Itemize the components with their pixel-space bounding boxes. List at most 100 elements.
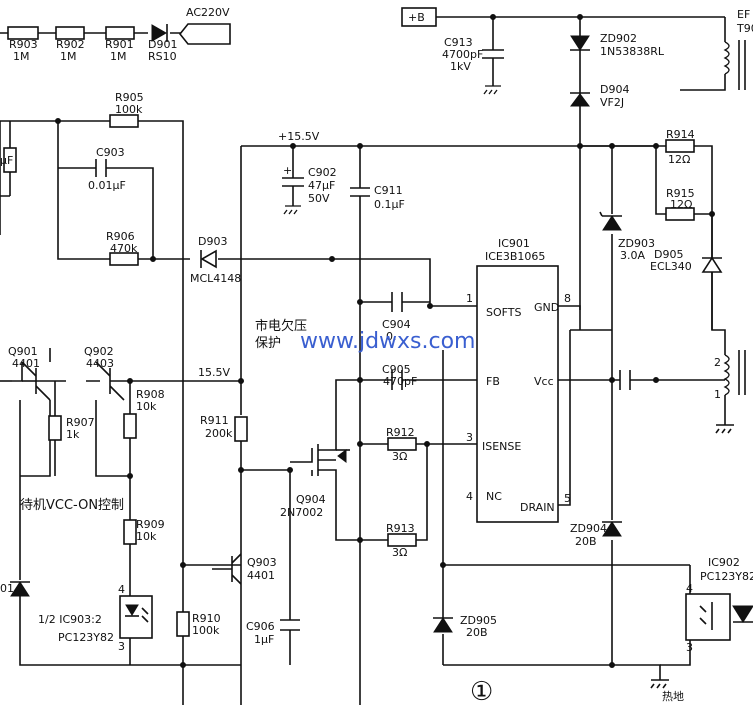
ic901-pin8-name: GND [534, 301, 559, 314]
label-q902-val: 4403 [86, 357, 114, 370]
label-q903-val: 4401 [247, 569, 275, 582]
transistor-q903 [212, 553, 242, 585]
resistor-r910 [176, 611, 190, 637]
zener-zd904 [602, 521, 622, 537]
c902-plus: + [283, 164, 292, 177]
mosfet-q904 [290, 430, 350, 490]
ic903-optocoupler: 01 4 3 1/2 IC903:2 PC123Y82 R910 100k [0, 562, 241, 668]
ic901-block: IC901 ICE3B1065 SOFTS 1 GND 8 FB Vcc ISE… [430, 237, 725, 523]
label-r915-ref: R915 [666, 187, 695, 200]
label-r908-val: 10k [136, 400, 157, 413]
diode-d903 [200, 249, 217, 269]
label-r903-ref: R903 [9, 38, 38, 51]
transistor-q902 [95, 361, 130, 401]
label-c906-val: 1μF [254, 633, 274, 646]
label-c903-val: 0.01μF [88, 179, 126, 192]
label-r911-ref: R911 [200, 414, 229, 427]
ic902-pin4: 4 [686, 582, 693, 595]
ic901-pin4-name: NC [486, 490, 502, 503]
label-q901-ref: Q901 [8, 345, 38, 358]
ic901-pin3-name: ISENSE [482, 440, 521, 453]
label-c913-ref: C913 [444, 36, 473, 49]
ic903-body [119, 595, 153, 639]
label-c913-val2: 1kV [450, 60, 471, 73]
label-c902-val: 47μF [308, 179, 335, 192]
ic901-body [476, 265, 559, 523]
label-r907-val: 1k [66, 428, 80, 441]
ic903-pin4: 4 [118, 583, 125, 596]
node-155v-label: 15.5V [198, 366, 230, 379]
label-c911-val: 0.1μF [374, 198, 405, 211]
ic901-pin8-num: 8 [564, 292, 571, 305]
page-mark: ① [470, 677, 493, 707]
ic903-pin3: 3 [118, 640, 125, 653]
resistor-r909 [123, 519, 137, 545]
label-c911-ref: C911 [374, 184, 403, 197]
hot-ground-label: 热地 [662, 690, 684, 703]
label-r902-val: 1M [60, 50, 77, 63]
ac220v-connector [178, 23, 231, 45]
label-r909-ref: R909 [136, 518, 165, 531]
label-c905-val: 470pF [383, 375, 417, 388]
label-zd905-ref: ZD905 [460, 614, 497, 627]
ic901-pin5-num: 5 [564, 492, 571, 505]
label-r913-ref: R913 [386, 522, 415, 535]
label-d903-val: MCL4148 [190, 272, 241, 285]
zener-zd905 [433, 617, 453, 633]
aux-winding-network: R914 12Ω R915 12Ω ZD903 3.0A D905 ECL340 [580, 128, 723, 330]
watermark-text: www.jdwxs.com [300, 329, 475, 354]
ic901-pin1-num: 1 [466, 292, 473, 305]
label-left-cap: μF [0, 154, 13, 167]
label-r909-val: 10k [136, 530, 157, 543]
resistor-r914 [665, 139, 695, 153]
label-d904-ref: D904 [600, 83, 629, 96]
resistor-r908 [123, 413, 137, 439]
resistor-r915 [665, 207, 695, 221]
label-r910-val: 100k [192, 624, 220, 637]
label-d904-val: VF2J [600, 96, 624, 109]
label-r911-val: 200k [205, 427, 233, 440]
capacitor-left-partial [3, 147, 17, 173]
label-d905-val: ECL340 [650, 260, 692, 273]
label-r910-ref: R910 [192, 612, 221, 625]
transformer-pin2: 2 [714, 356, 721, 369]
label-q901-val: 4401 [12, 357, 40, 370]
label-r912-val: 3Ω [392, 450, 407, 463]
undervoltage-protection: R911 200k Q903 4401 C906 1μF Q904 2N7002… [200, 318, 360, 665]
ic901-pin5-name: DRAIN [520, 501, 555, 514]
label-r907-ref: R907 [66, 416, 95, 429]
ic902-pin3: 3 [686, 641, 693, 654]
zener-bottom-group: ZD904 20B ZD905 20B 热地 [433, 330, 690, 703]
ac-input-label: AC220V [186, 6, 230, 19]
ic902-ref: IC902 [708, 556, 740, 569]
transformer-ref: T90 [736, 22, 753, 35]
label-r915-val: 12Ω [670, 198, 692, 211]
ic901-periphery: C904 0. C905 470pF R912 3Ω R913 3Ω [329, 256, 660, 559]
label-q904-val: 2N7002 [280, 506, 323, 519]
diode-d901 [151, 24, 168, 42]
label-d901-ref: D901 [148, 38, 177, 51]
label-zd904-ref: ZD904 [570, 522, 607, 535]
label-r903-val: 1M [13, 50, 30, 63]
ic901-pin2-name: FB [486, 375, 500, 388]
transformer-pin1: 1 [714, 388, 721, 401]
label-zd902-val: 1N53838RL [600, 45, 665, 58]
label-r914-val: 12Ω [668, 153, 690, 166]
standby-note: 待机VCC-ON控制 [20, 498, 124, 513]
label-q902-ref: Q902 [84, 345, 114, 358]
ic903-label: 1/2 IC903:2 [38, 613, 102, 626]
resistor-r902 [55, 26, 85, 40]
label-c906-ref: C906 [246, 620, 275, 633]
ic901-pin7-name: Vcc [534, 375, 554, 388]
ic901-part: ICE3B1065 [485, 250, 545, 263]
ic901-pin1-name: SOFTS [486, 306, 521, 319]
resistor-r903 [7, 26, 39, 40]
label-c913-val: 4700pF [442, 48, 483, 61]
input-chain: AC220V R903 1M R902 1M R901 1M D901 RS10 [0, 6, 231, 63]
ic903-part: PC123Y82 [58, 631, 114, 644]
supply-155v-label: +15.5V [278, 130, 320, 143]
ic902-body [685, 593, 731, 641]
label-r908-ref: R908 [136, 388, 165, 401]
resistor-r913 [387, 533, 417, 547]
